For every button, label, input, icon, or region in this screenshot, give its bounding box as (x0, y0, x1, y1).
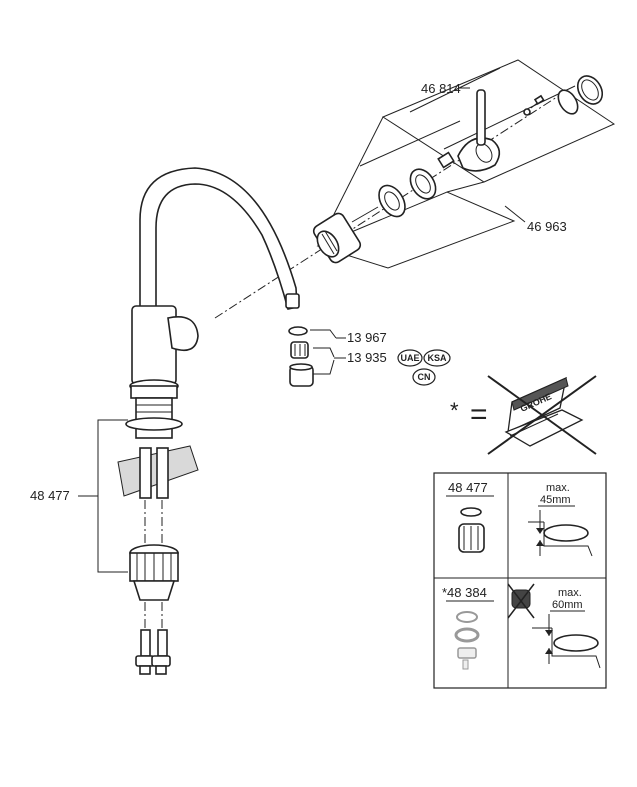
table-bracket-icon (457, 647, 477, 659)
label-o-ring: 13 967 (347, 330, 387, 345)
table-gasket-icon (454, 627, 480, 643)
table-bottom-left-label: *48 384 (442, 585, 487, 600)
asterisk: * (450, 398, 459, 423)
table-o-ring-icon (460, 507, 482, 517)
table-bottom-right-dim: 60mm (552, 599, 583, 611)
label-cartridge-set: 46 814 (421, 81, 461, 96)
table-bolt-icon (462, 659, 469, 670)
spout-tip (285, 293, 300, 309)
not-included-symbol: * = GROHE (450, 375, 597, 455)
badge-uae: UAE (400, 353, 419, 363)
badge-ksa: KSA (427, 353, 447, 363)
cartridge-nut (378, 184, 406, 218)
o-ring-small (557, 89, 579, 115)
cartridge (312, 206, 379, 264)
aerator-parts: 13 967 13 935 UAE KSA CN (288, 326, 451, 387)
label-hose-set: 48 477 (30, 488, 70, 503)
table-countertop-60-diagram (532, 614, 601, 669)
aerator-o-ring (288, 326, 308, 336)
label-handle-set: 46 963 (527, 219, 567, 234)
grub-screw (523, 94, 545, 116)
side-lever-mount (167, 316, 199, 352)
table-top-right-dim: 45mm (540, 494, 571, 506)
region-badges: UAE KSA CN (397, 349, 451, 386)
table-top-left-label: 48 477 (448, 480, 488, 495)
spout (139, 167, 298, 310)
threaded-shank (125, 397, 183, 439)
hose-fittings (135, 629, 171, 675)
equals-sign: = (470, 398, 488, 431)
table-countertop-45-diagram (528, 510, 593, 557)
badge-cn: CN (418, 372, 431, 382)
o-ring-large (576, 75, 604, 105)
cover-ring (409, 168, 437, 200)
cartridge-assembly: 46 814 46 963 (214, 59, 616, 319)
cross-line-2 (487, 375, 597, 455)
lever-handle (457, 89, 501, 172)
adapter (437, 151, 455, 169)
table-crossed-nut-icon (507, 583, 535, 619)
handle-set-outline (381, 59, 616, 183)
table-top-right-max: max. (546, 482, 570, 494)
grohe-logo-tray-icon: GROHE (504, 376, 584, 447)
mounting-nut (129, 544, 179, 601)
faucet: 48 477 (30, 167, 300, 675)
table-bottom-right-max: max. (558, 587, 582, 599)
label-aerator: 13 935 (347, 350, 387, 365)
installation-info-table: 48 477 max. 45mm *48 384 (433, 472, 607, 689)
table-washer-icon (456, 611, 478, 623)
base (130, 385, 178, 399)
